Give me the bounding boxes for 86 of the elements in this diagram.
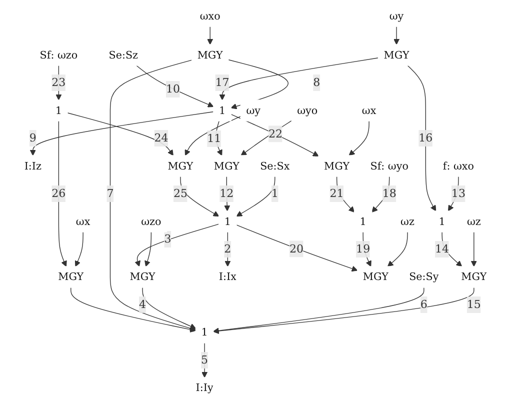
arrow [216,120,222,156]
arrow [230,114,319,156]
edge-label: 22 [268,127,282,140]
arrow [207,26,214,45]
arrow [240,120,292,156]
arrow [70,287,196,332]
edge-label: 6 [420,298,428,311]
node-text: MGY [384,48,410,62]
edge-label: 24 [154,131,168,144]
edge-label: 3 [164,232,172,246]
arrow [144,232,152,267]
node-text: ωx [362,104,376,117]
node-text: ωz [400,215,414,228]
node-text: MGY [197,48,223,62]
arrow [348,120,370,156]
node-text: Se:Sz [108,48,138,62]
edge-label: 13 [451,186,466,200]
node-text: Se:Sy [409,270,439,284]
node-text: I:Iy [196,382,214,394]
arrow [236,176,276,217]
node-text: MGY [168,160,194,172]
arrow [213,287,474,334]
arrow [470,232,477,267]
node-text: ωzo [141,215,162,228]
edge-label: 23 [52,76,66,89]
arrow [134,224,220,267]
node-text: ωy [389,10,404,22]
edge-label: 14 [435,242,450,256]
node-text: Sf: ωzo [40,48,78,62]
node-text: ωx [76,215,90,228]
edge-label: 20 [289,242,304,256]
node-text: I:Ix [218,270,236,284]
node-text: I:Iz [24,160,42,172]
edge-label: 25 [173,186,188,200]
edge-label: 17 [215,76,230,89]
edge-label: 5 [201,353,208,366]
edge-label: 12 [220,186,234,200]
arrow [136,65,214,108]
arrow [224,176,230,212]
edge-label: 18 [382,186,396,200]
arrow [180,176,220,217]
edge-label: 2 [224,242,232,256]
arrow [372,176,390,212]
arrow [142,287,196,330]
node-text: MGY [58,270,84,284]
arrow [393,26,400,45]
edge-label: 10 [166,82,180,96]
edge-label: 15 [466,298,481,311]
node-text: ωyo [297,104,318,117]
node-text: 1 [201,326,208,339]
edge-label: 4 [139,298,146,311]
node-text: MGY [214,160,240,172]
arrow [67,112,174,156]
node-text: MGY [461,270,487,284]
edge-label: 21 [330,186,344,200]
node-text: MGY [130,270,156,284]
edge-label: 19 [356,242,370,256]
arrow [387,232,408,267]
arrow [110,60,196,332]
node-text: ωz [466,215,481,228]
arrow [236,224,358,272]
arrow [448,176,459,212]
node-text: MGY [362,270,388,284]
node-text: Sf: ωyo [370,160,408,172]
node-text: 1 [55,104,62,117]
node-text: MGY [324,160,350,172]
arrow [56,65,62,100]
arrow [58,120,67,267]
node-text: ωxo [200,10,220,22]
edge-label: 1 [271,186,278,200]
node-text: 1 [438,215,446,228]
edge-label: 7 [106,186,114,200]
node-text: f: ωxo [442,160,474,172]
arrow [407,65,436,212]
edge-label: 26 [52,186,66,200]
node-text: 1 [224,215,231,228]
edge-label: 16 [418,131,433,144]
arrow [30,111,214,156]
node-text: 1 [360,215,366,228]
edge-label: 9 [29,131,36,144]
arrow [184,116,242,156]
arrow [219,58,379,100]
edge-label: 11 [207,132,222,145]
node-text: Se:Sx [260,160,290,172]
edge-label: 8 [313,76,320,89]
arrow [74,232,84,267]
